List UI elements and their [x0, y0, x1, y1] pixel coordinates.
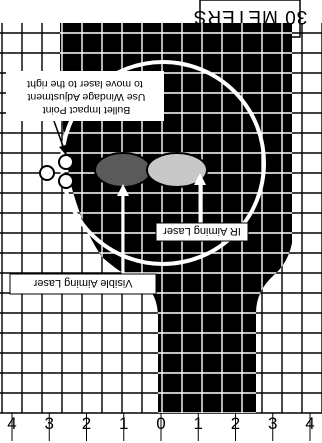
bullet-impact-line-2: Use Windage Adjustment: [27, 91, 145, 103]
visible-laser-spot: [95, 153, 151, 187]
bullet-impact-line-3: to move laser to the right: [27, 78, 143, 90]
bullet-hole-upper: [59, 174, 73, 188]
visible-laser-label: Visible Aiming Laser: [33, 277, 132, 289]
ir-laser-label: IR Aiming Laser: [163, 225, 241, 237]
bullet-impact-line-1: Bullet Impact Point: [43, 104, 131, 116]
bullet-impact-label: Bullet Impact Point Use Windage Adjustme…: [25, 78, 146, 116]
bullet-impact-group: [40, 155, 73, 188]
bullet-hole-lower: [59, 155, 73, 169]
bullet-hole-right: [40, 166, 54, 180]
